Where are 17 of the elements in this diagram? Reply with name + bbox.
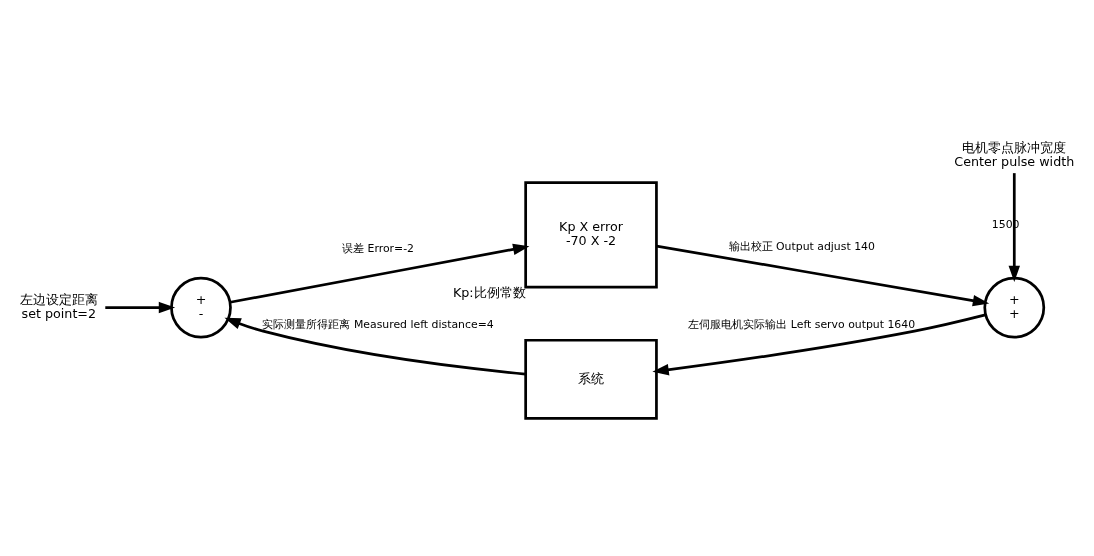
edge-label: 实际测量所得距离 Measured left distance=4 [262, 317, 494, 331]
arrow [652, 313, 986, 375]
arrow [224, 317, 526, 375]
arrow [229, 243, 530, 304]
node-box: 系统 [524, 338, 658, 420]
arrow [1008, 172, 1020, 282]
edge-label: 误差 Error=-2 [342, 241, 415, 255]
node-box: Kp X error -70 X -2 [524, 180, 658, 288]
node-circle: + - [170, 276, 232, 338]
arrow [105, 301, 176, 313]
node-text: 电机零点脉冲宽度 Center pulse width [954, 139, 1075, 169]
arrow [656, 244, 990, 306]
edge-label: 左伺服电机实际输出 Left servo output 1640 [688, 317, 916, 331]
node-circle: + + [983, 276, 1046, 338]
edge-label: 输出校正 Output adjust 140 [728, 239, 875, 253]
node-label: Kp:比例常数 [452, 284, 526, 300]
node-text: 左边设定距离 set point=2 [19, 291, 98, 321]
